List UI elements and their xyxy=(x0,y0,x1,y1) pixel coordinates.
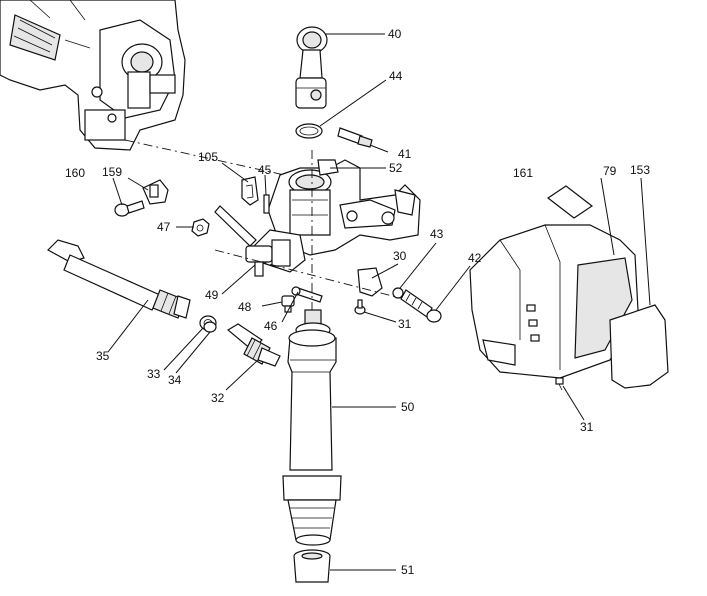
retaining-clip-105 xyxy=(241,176,259,206)
bolt-42 xyxy=(400,289,442,323)
pin-45 xyxy=(263,194,270,214)
callout-30: 30 xyxy=(393,249,407,263)
callout-44: 44 xyxy=(389,69,403,83)
callout-45: 45 xyxy=(258,163,272,177)
bearing-housing xyxy=(254,159,421,273)
callout-153: 153 xyxy=(630,163,650,177)
callout-79: 79 xyxy=(603,164,617,178)
callout-51: 51 xyxy=(401,563,415,577)
callout-52: 52 xyxy=(389,161,403,175)
callout-34: 34 xyxy=(168,373,182,387)
inlet-cup-51 xyxy=(293,549,331,583)
connecting-rod xyxy=(295,26,328,109)
washer-43 xyxy=(392,287,404,299)
nut-47 xyxy=(191,218,210,237)
callout-43: 43 xyxy=(430,227,444,241)
callout-31: 31 xyxy=(398,317,412,331)
callout-labels: 40 44 41 105 45 52 160 159 47 161 79 153… xyxy=(65,27,650,577)
callout-42: 42 xyxy=(468,251,482,265)
motor-housing xyxy=(0,0,186,151)
label-161 xyxy=(546,185,594,219)
pin-41 xyxy=(337,127,373,148)
bracket-159 xyxy=(142,179,169,205)
callout-49: 49 xyxy=(205,288,219,302)
leader-lines xyxy=(107,33,651,571)
callout-105: 105 xyxy=(198,150,218,164)
cover-79 xyxy=(469,224,639,379)
displacement-pump-50 xyxy=(282,309,342,546)
callout-31-lower: 31 xyxy=(580,420,594,434)
callout-32: 32 xyxy=(211,391,225,405)
callout-50: 50 xyxy=(401,400,415,414)
axis-line-valve xyxy=(214,249,401,299)
fitting-32 xyxy=(226,323,281,367)
hose-35 xyxy=(47,239,191,319)
callout-35: 35 xyxy=(96,349,110,363)
o-ring-44 xyxy=(295,123,323,139)
callout-47: 47 xyxy=(157,220,171,234)
callout-161: 161 xyxy=(513,166,533,180)
plate-30 xyxy=(357,267,383,297)
callout-33: 33 xyxy=(147,367,161,381)
screw-160 xyxy=(114,200,145,217)
pressure-valve-lever xyxy=(214,205,291,277)
screw-31-upper xyxy=(354,299,366,315)
shield-153 xyxy=(609,304,669,389)
screw-31-lower xyxy=(555,377,564,391)
callout-41: 41 xyxy=(398,147,412,161)
callout-46: 46 xyxy=(264,319,278,333)
washer-34 xyxy=(203,321,217,333)
callout-159: 159 xyxy=(102,165,122,179)
callout-48: 48 xyxy=(238,300,252,314)
callout-160: 160 xyxy=(65,166,85,180)
callout-40: 40 xyxy=(388,27,402,41)
screw-48 xyxy=(281,295,295,313)
